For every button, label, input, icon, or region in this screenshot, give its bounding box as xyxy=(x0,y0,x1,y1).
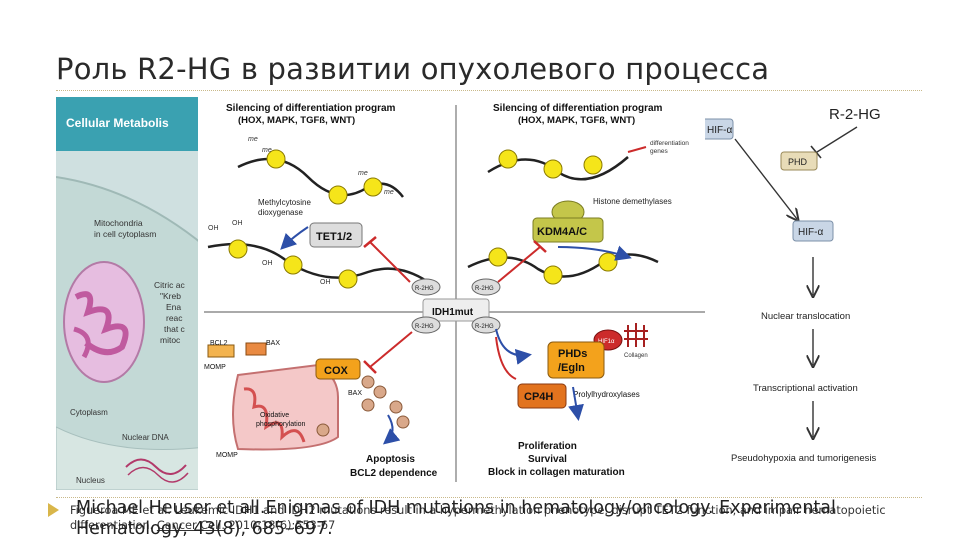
nucleus-label: Nucleus xyxy=(76,476,105,485)
bcl2-label: BCL2 xyxy=(210,340,228,347)
bcl2-dependence-label: BCL2 dependence xyxy=(350,468,438,479)
hif-mid-label: HIF-α xyxy=(798,227,823,238)
tet-label: TET1/2 xyxy=(316,231,352,243)
transcriptional-activation-label: Transcriptional activation xyxy=(753,383,858,394)
histone-demethylases-label: Histone demethylases xyxy=(593,197,672,206)
idh-label: IDH1mut xyxy=(432,307,474,318)
citric-line-1: Citric ac xyxy=(154,280,185,290)
citric-line-4: reac xyxy=(166,313,183,323)
oh-tag-2: OH xyxy=(232,220,243,227)
footer-ref-journal-link[interactable]: Cancer Cell. xyxy=(156,519,225,532)
methylcytosine-line2: dioxygenase xyxy=(258,208,303,217)
mito-label-2: in cell cytoplasm xyxy=(94,229,156,239)
phds-line2: /Egln xyxy=(558,362,585,374)
apoptosis-label: Apoptosis xyxy=(366,454,415,465)
mitochondrion-shape xyxy=(63,261,145,383)
kdm-box xyxy=(532,217,604,243)
nuclear-translocation-label: Nuclear translocation xyxy=(761,311,850,322)
footer-ref-text: Figueroa ME et al. Leukemic IDH1 and IDH… xyxy=(70,504,886,532)
title-divider xyxy=(56,90,922,91)
silencing-right-title: Silencing of differentiation program xyxy=(493,103,663,114)
kdm-label: KDM4A/C xyxy=(537,226,587,238)
footer-overlay-line1: Michael Heuser et all.Enigmas of IDH mut… xyxy=(76,498,836,518)
tet-box xyxy=(309,222,363,248)
silencing-left-sub: (HOX, MAPK, TGFß, WNT) xyxy=(238,115,355,126)
hif-top-label: HIF-α xyxy=(707,125,732,136)
mechanism-svg: Silencing of differentiation program (HO… xyxy=(204,103,710,482)
momp-label-1: MOMP xyxy=(204,364,226,371)
citric-line-6: mitoc xyxy=(160,335,181,345)
differentiation-genes-2: genes xyxy=(650,148,668,155)
prolyl-label: Prolylhydroxylases xyxy=(573,390,640,399)
hif1a-label: HIF1α xyxy=(598,339,615,345)
pseudohypoxia-label: Pseudohypoxia and tumorigenesis xyxy=(731,453,876,464)
pathway-svg: HIF-α R-2-HG PHD HIF-α Nuclear transloca… xyxy=(705,106,881,464)
citric-line-3: Ena xyxy=(166,302,181,312)
cox-box xyxy=(315,358,361,380)
footer-bullet-icon xyxy=(48,503,59,517)
me-tag-3: me xyxy=(358,170,368,177)
cp4h-label: CP4H xyxy=(524,391,553,403)
footer-overlay-line2: Hematology, 43(8), 685–697. xyxy=(76,519,333,539)
differentiation-genes-1: differentiation xyxy=(650,140,689,147)
silencing-left-title: Silencing of differentiation program xyxy=(226,103,396,114)
hif-pathway-panel: HIF-α R-2-HG PHD HIF-α Nuclear transloca… xyxy=(705,97,917,490)
phds-box xyxy=(547,341,605,379)
cp4h-box xyxy=(517,383,567,409)
idh1-mechanism-diagram: Silencing of differentiation program (HO… xyxy=(198,97,714,490)
cox-label: COX xyxy=(324,365,349,377)
cellular-metabolism-panel: Cellular Metabolis Mitochondria in cell … xyxy=(56,97,206,490)
nuclear-dna-label: Nuclear DNA xyxy=(122,433,169,442)
cell-illustration: Mitochondria in cell cytoplasm Citric ac… xyxy=(56,176,206,490)
momp-label-2: MOMP xyxy=(216,452,238,459)
survival-label: Survival xyxy=(528,454,567,465)
oh-tag-4: OH xyxy=(320,279,331,286)
bottom-divider xyxy=(56,497,922,498)
oh-tag-1: OH xyxy=(208,225,219,232)
oxidative-line1: Oxidative xyxy=(260,412,289,419)
methylcytosine-line1: Methylcytosine xyxy=(258,198,311,207)
r2hg-node-3: R-2HG xyxy=(415,324,434,330)
footer-citation-overlay: Michael Heuser et all.Enigmas of IDH mut… xyxy=(76,498,836,540)
block-collagen-label: Block in collagen maturation xyxy=(488,467,625,478)
footer-reference: Figueroa ME et al. Leukemic IDH1 and IDH… xyxy=(70,503,930,533)
footer-ref-citation: 2010;18(6):553-67 xyxy=(228,519,336,532)
slide-title: Роль R2-HG в развитии опухолевого процес… xyxy=(56,52,770,86)
phd-label: PHD xyxy=(788,157,808,167)
me-tag-4: me xyxy=(384,189,394,196)
cytoplasm-label: Cytoplasm xyxy=(70,408,108,417)
citric-line-2: "Kreb xyxy=(160,291,181,301)
oh-tag-3: OH xyxy=(262,260,273,267)
citric-line-5: that c xyxy=(164,324,186,334)
r2hg-node-1: R-2HG xyxy=(415,286,434,292)
phds-line1: PHDs xyxy=(558,348,587,360)
r2hg-pathway-label: R-2-HG xyxy=(829,106,881,123)
collagen-label: Collagen xyxy=(624,353,648,359)
mito-label-1: Mitochondria xyxy=(94,218,143,228)
left-panel-header: Cellular Metabolis xyxy=(56,97,206,151)
oxidative-line2: phosphorylation xyxy=(256,421,306,428)
bax-label-1: BAX xyxy=(266,340,280,347)
r2hg-node-2: R-2HG xyxy=(475,286,494,292)
silencing-right-sub: (HOX, MAPK, TGFß, WNT) xyxy=(518,115,635,126)
hif-top-box xyxy=(705,118,734,140)
hif-mid-box xyxy=(792,220,834,242)
me-tag-1: me xyxy=(248,136,258,143)
bax-label-2: BAX xyxy=(348,390,362,397)
me-tag-2: me xyxy=(262,147,272,154)
proliferation-label: Proliferation xyxy=(518,441,577,452)
left-panel-header-text: Cellular Metabolis xyxy=(66,116,169,130)
phd-box xyxy=(780,151,818,171)
idh-node xyxy=(422,298,490,322)
r2hg-node-4: R-2HG xyxy=(475,324,494,330)
